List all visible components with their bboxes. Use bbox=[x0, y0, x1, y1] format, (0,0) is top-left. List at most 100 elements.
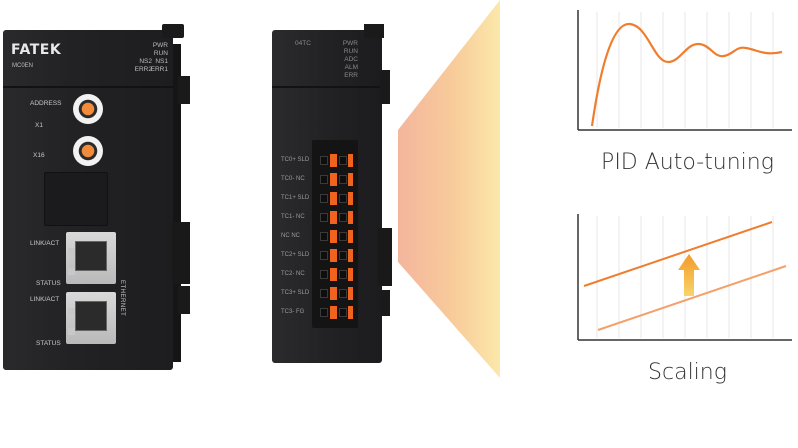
terminal-label: TC3- FG bbox=[281, 309, 305, 315]
tc-module-side-connector bbox=[378, 228, 392, 286]
terminal-hole bbox=[320, 251, 328, 260]
module-model-label: MC0EN bbox=[12, 63, 34, 69]
terminal-slot[interactable] bbox=[318, 154, 354, 167]
terminal-hole bbox=[339, 213, 347, 222]
comm-module-clip bbox=[178, 76, 190, 104]
address-dial-x1[interactable] bbox=[73, 94, 103, 124]
address-dial-x16[interactable] bbox=[73, 136, 103, 166]
terminal-hole bbox=[339, 251, 347, 260]
terminal-label: TC2+ SLD bbox=[281, 252, 310, 258]
terminal-release-lever[interactable] bbox=[330, 249, 337, 262]
comm-module-side bbox=[173, 44, 181, 362]
terminal-release-lever[interactable] bbox=[330, 154, 337, 167]
terminal-slot[interactable] bbox=[318, 287, 354, 300]
scaled-line bbox=[583, 221, 773, 287]
terminal-slot[interactable] bbox=[318, 230, 354, 243]
comm-module-clip bbox=[178, 286, 190, 314]
port1-status-label: STATUS bbox=[36, 280, 61, 287]
original-line bbox=[597, 265, 787, 331]
terminal-hole bbox=[320, 270, 328, 279]
terminal-label: TC3+ SLD bbox=[281, 290, 310, 296]
terminal-release-lever[interactable] bbox=[330, 306, 337, 319]
terminal-release-lever[interactable] bbox=[348, 154, 353, 167]
terminal-hole bbox=[339, 156, 347, 165]
terminal-release-lever[interactable] bbox=[330, 211, 337, 224]
led-label: NS2 bbox=[139, 58, 152, 65]
tc-module-top-clip bbox=[364, 24, 384, 38]
led-label: RUN bbox=[343, 48, 358, 55]
terminal-hole bbox=[339, 175, 347, 184]
port1-link-label: LINK/ACT bbox=[30, 240, 60, 247]
terminal-hole bbox=[339, 308, 347, 317]
terminal-slot[interactable] bbox=[318, 173, 354, 186]
scaling-caption: Scaling bbox=[648, 360, 727, 385]
brand-logo: FATEK bbox=[11, 42, 62, 58]
pid-chart bbox=[577, 10, 792, 131]
terminal-label: TC0- NC bbox=[281, 176, 305, 182]
address-label: ADDRESS bbox=[30, 100, 62, 107]
led-label: PWR bbox=[342, 40, 358, 47]
tc-led-labels: PWR RUN ADC ALM ERR bbox=[334, 40, 358, 80]
terminal-label: TC1- NC bbox=[281, 214, 305, 220]
led-label: PWR bbox=[152, 42, 168, 49]
led-labels-left: NS2 ERR2 bbox=[128, 58, 152, 74]
terminal-hole bbox=[320, 213, 328, 222]
terminal-release-lever[interactable] bbox=[330, 230, 337, 243]
ethernet-port-2[interactable] bbox=[66, 292, 116, 344]
terminal-release-lever[interactable] bbox=[330, 287, 337, 300]
terminal-release-lever[interactable] bbox=[348, 211, 353, 224]
terminal-release-lever[interactable] bbox=[348, 287, 353, 300]
terminal-hole bbox=[339, 270, 347, 279]
comm-module-top-clip bbox=[162, 24, 184, 38]
terminal-release-lever[interactable] bbox=[348, 268, 353, 281]
ethernet-port-1[interactable] bbox=[66, 232, 116, 284]
terminal-release-lever[interactable] bbox=[330, 268, 337, 281]
terminal-hole bbox=[320, 308, 328, 317]
terminal-release-lever[interactable] bbox=[348, 306, 353, 319]
led-label: ADC bbox=[344, 56, 358, 63]
terminal-slot[interactable] bbox=[318, 268, 354, 281]
terminal-release-lever[interactable] bbox=[348, 249, 353, 262]
comm-module-side-connector bbox=[172, 222, 190, 284]
tc-module-model: 04TC bbox=[295, 40, 311, 47]
x1-label: X1 bbox=[35, 122, 43, 129]
port-led bbox=[68, 308, 75, 315]
pid-response-curve bbox=[590, 22, 783, 127]
port-led bbox=[68, 328, 75, 335]
terminal-hole bbox=[320, 175, 328, 184]
terminal-release-lever[interactable] bbox=[330, 173, 337, 186]
terminal-slot[interactable] bbox=[318, 249, 354, 262]
module-divider bbox=[3, 86, 173, 88]
terminal-hole bbox=[320, 289, 328, 298]
terminal-slot[interactable] bbox=[318, 192, 354, 205]
terminal-hole bbox=[339, 194, 347, 203]
terminal-slot[interactable] bbox=[318, 211, 354, 224]
terminal-release-lever[interactable] bbox=[348, 173, 353, 186]
terminal-release-lever[interactable] bbox=[348, 230, 353, 243]
terminal-label: NC NC bbox=[281, 233, 300, 239]
terminal-label: TC1+ SLD bbox=[281, 195, 310, 201]
terminal-hole bbox=[320, 232, 328, 241]
ethernet-port-socket bbox=[75, 301, 107, 331]
terminal-hole bbox=[320, 156, 328, 165]
terminal-release-lever[interactable] bbox=[330, 192, 337, 205]
terminal-hole bbox=[320, 194, 328, 203]
pid-caption: PID Auto-tuning bbox=[601, 150, 774, 175]
port2-link-label: LINK/ACT bbox=[30, 296, 60, 303]
led-label: RUN bbox=[153, 50, 168, 57]
terminal-label: TC2- NC bbox=[281, 271, 305, 277]
port2-status-label: STATUS bbox=[36, 340, 61, 347]
x16-label: X16 bbox=[33, 152, 45, 159]
port-led bbox=[68, 268, 75, 275]
terminal-slot[interactable] bbox=[318, 306, 354, 319]
terminal-hole bbox=[339, 232, 347, 241]
led-label: NS1 bbox=[155, 58, 168, 65]
terminal-label: TC0+ SLD bbox=[281, 157, 310, 163]
tc-module-clip bbox=[380, 70, 390, 104]
port-cover bbox=[44, 172, 108, 226]
terminal-release-lever[interactable] bbox=[348, 192, 353, 205]
ethernet-port-socket bbox=[75, 241, 107, 271]
led-label: ERR bbox=[344, 72, 358, 79]
led-label: ALM bbox=[344, 64, 358, 71]
